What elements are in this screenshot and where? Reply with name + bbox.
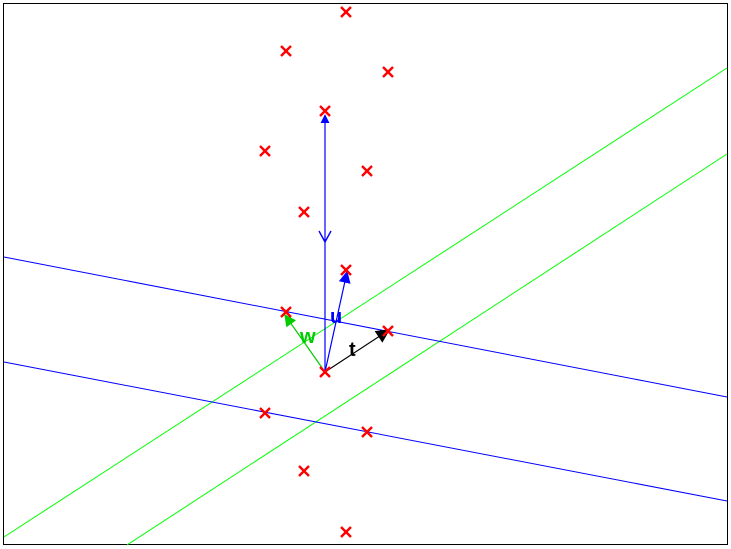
t-vector-arrow [324, 329, 391, 373]
point-marker-4 [319, 105, 331, 117]
point-markers [259, 6, 394, 538]
point-marker-9 [280, 306, 292, 318]
w-vector-arrow [284, 314, 326, 373]
green-line-lower [126, 153, 728, 546]
point-marker-12 [259, 407, 271, 419]
vertical-vector-midarrow [318, 230, 332, 244]
u-vector-group: u [324, 270, 351, 373]
green-line-group [3, 67, 728, 546]
w-label: w [299, 326, 316, 348]
point-marker-3 [382, 66, 394, 78]
point-marker-5 [259, 145, 271, 157]
u-vector-arrow [324, 270, 351, 373]
plot-frame [3, 3, 728, 545]
point-marker-2 [280, 45, 292, 57]
point-marker-7 [298, 206, 310, 218]
point-marker-10 [382, 325, 394, 337]
vertical-vector-group [318, 114, 332, 372]
blue-line-upper [3, 256, 728, 398]
point-marker-13 [361, 426, 373, 438]
w-vector-group: w [284, 314, 326, 373]
point-marker-14 [298, 465, 310, 477]
point-marker-6 [361, 165, 373, 177]
t-label: t [349, 339, 356, 361]
u-label: u [330, 306, 342, 328]
t-vector-group: t [324, 329, 391, 373]
green-line-upper [3, 67, 728, 538]
point-marker-15 [340, 526, 352, 538]
point-marker-1 [340, 6, 352, 18]
point-marker-11 [319, 366, 331, 378]
point-marker-8 [340, 264, 352, 276]
